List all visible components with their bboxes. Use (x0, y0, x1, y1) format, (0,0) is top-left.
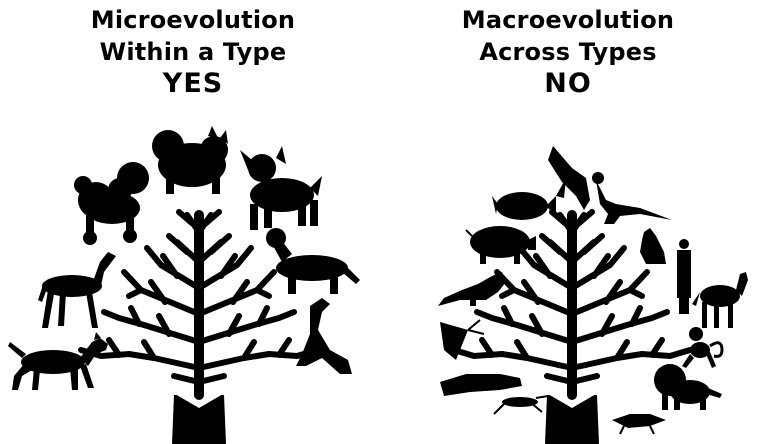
lion-icon (654, 364, 722, 410)
grasshopper-icon (493, 395, 549, 415)
human-icon (677, 239, 691, 314)
dachshund-icon (266, 228, 360, 294)
german-shepherd-icon (8, 332, 108, 390)
butterfly-icon (440, 319, 485, 360)
microevolution-title: Microevolution (90, 6, 296, 34)
left-dog-silhouettes (8, 126, 360, 390)
fish-icon (492, 192, 556, 220)
horse-icon (692, 272, 748, 328)
microevolution-heading: Microevolution Within a Type YES (63, 4, 323, 100)
kangaroo-icon (438, 272, 506, 306)
lizard-icon (612, 414, 666, 435)
cat-icon (640, 228, 666, 264)
macroevolution-title: Macroevolution (461, 6, 675, 34)
pomeranian-icon (152, 126, 228, 194)
macroevolution-subtitle: Across Types (479, 38, 657, 66)
dinosaur-icon (592, 172, 672, 224)
macroevolution-verdict: NO (544, 68, 592, 99)
alligator-icon (440, 374, 522, 396)
monkey-icon (682, 327, 724, 368)
pig-icon (465, 226, 536, 264)
macroevolution-heading: Macroevolution Across Types NO (438, 4, 698, 100)
microevolution-verdict: YES (162, 68, 224, 99)
greyhound-icon (38, 252, 116, 328)
poodle-icon (74, 162, 149, 245)
terrier-icon (240, 146, 322, 230)
right-animal-silhouettes (438, 146, 748, 435)
eagle-icon (548, 146, 590, 210)
whippet-icon (296, 298, 352, 374)
microevolution-subtitle: Within a Type (99, 38, 287, 66)
